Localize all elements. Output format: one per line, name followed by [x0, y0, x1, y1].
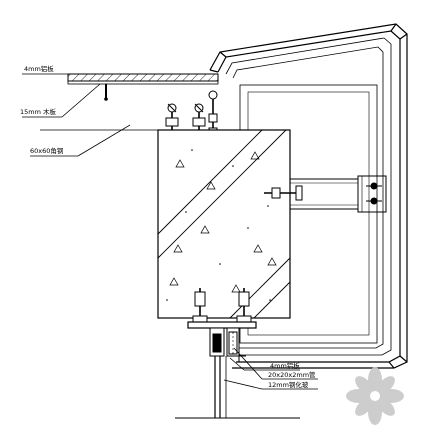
label-tube: 20x20x2mm管	[268, 370, 316, 379]
label-bottom-plate: 4mm铝板	[270, 361, 300, 370]
lower-anchor-bolts	[187, 288, 257, 329]
flower-logo-icon	[346, 367, 404, 425]
top-panel	[67, 73, 219, 101]
leader-lines	[22, 73, 318, 390]
label-board: 15mm 木板	[20, 107, 57, 116]
glass-mullion	[175, 327, 300, 419]
labels: 4mm铝板 15mm 木板 60x60角钢 4mm铝板 20x20x2mm管 1…	[20, 64, 316, 389]
label-top-plate: 4mm铝板	[24, 64, 54, 73]
label-glass: 12mm钢化玻	[268, 380, 309, 389]
concrete-block	[157, 129, 291, 319]
label-angle: 60x60角钢	[30, 146, 64, 155]
side-bracket	[264, 175, 387, 213]
